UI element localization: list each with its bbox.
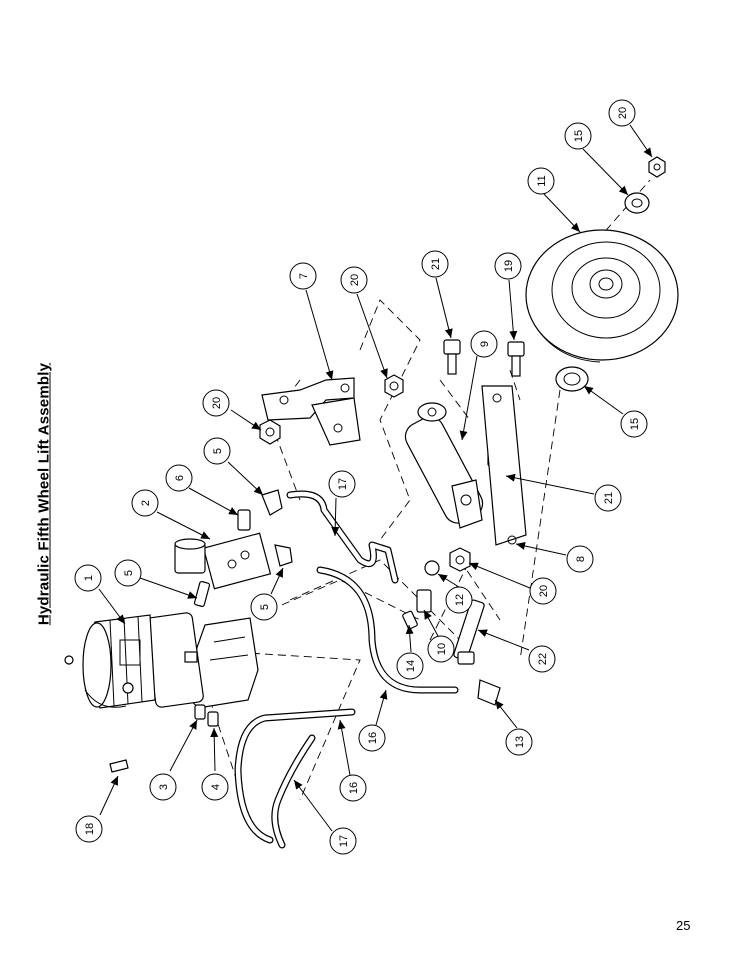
callout-17b: 17 [329,827,357,855]
callout-number: 5 [123,570,135,576]
callout-7: 7 [289,262,317,290]
callout-18: 18 [75,815,103,843]
callout-number: 21 [603,492,615,504]
callout-16a: 16 [358,724,386,752]
callout-3: 3 [149,773,177,801]
callout-number: 12 [454,594,466,606]
callout-number: 22 [537,653,549,665]
callout-15a: 15 [564,122,592,150]
callout-12: 12 [445,586,473,614]
callout-13: 13 [505,728,533,756]
callout-number: 10 [436,643,448,655]
callout-11: 11 [527,167,555,195]
callout-8: 8 [566,545,594,573]
leader-lines [98,124,653,832]
callout-number: 21 [430,258,442,270]
callout-number: 5 [212,448,224,454]
callout-14: 14 [396,652,424,680]
callout-21a: 21 [421,250,449,278]
callout-number: 19 [503,260,515,272]
callout-1: 1 [74,564,102,592]
callout-number: 5 [259,604,271,610]
callout-20b: 20 [340,266,368,294]
callout-5c: 5 [250,593,278,621]
callout-number: 4 [210,784,222,790]
callout-number: 6 [174,475,186,481]
mounting-bracket [261,377,361,446]
callout-number: 9 [479,341,491,347]
callout-5b: 5 [203,437,231,465]
callout-number: 8 [575,556,587,562]
callout-5a: 5 [114,559,142,587]
wheel-bearings [555,192,650,392]
callout-9: 9 [470,330,498,358]
hydraulic-power-unit [64,612,259,709]
callout-20c: 20 [529,577,557,605]
callout-number: 3 [158,784,170,790]
callout-number: 13 [514,736,526,748]
callout-19: 19 [494,252,522,280]
callout-number: 20 [349,274,361,286]
lock-nuts [259,156,666,572]
callout-number: 17 [337,478,349,490]
callout-4: 4 [201,773,229,801]
wheel [525,229,679,363]
callout-17a: 17 [328,470,356,498]
callout-number: 18 [84,823,96,835]
callout-21b: 21 [594,484,622,512]
hydraulic-cylinder [404,402,484,529]
callout-number: 1 [83,575,95,581]
callout-number: 15 [629,418,641,430]
callout-number: 16 [367,732,379,744]
support-arm [481,385,527,546]
callout-number: 17 [338,835,350,847]
callout-number: 11 [536,175,548,186]
callout-16b: 16 [339,774,367,802]
callout-number: 20 [211,397,223,409]
callout-number: 20 [538,585,550,597]
hydraulic-hoses [234,490,459,849]
callout-15b: 15 [620,410,648,438]
callout-22: 22 [528,645,556,673]
callout-2: 2 [131,489,159,517]
callout-number: 16 [348,782,360,794]
callout-20d: 20 [608,99,636,127]
callout-6: 6 [165,464,193,492]
callout-10: 10 [427,635,455,663]
callout-number: 14 [405,660,417,672]
callout-20a: 20 [202,389,230,417]
callout-number: 2 [140,500,152,506]
control-valve [174,532,272,590]
callout-number: 20 [617,107,629,119]
assembly-center-lines [199,179,651,821]
page-number: 25 [676,918,691,933]
callout-number: 7 [298,273,310,279]
callout-number: 15 [573,130,585,142]
